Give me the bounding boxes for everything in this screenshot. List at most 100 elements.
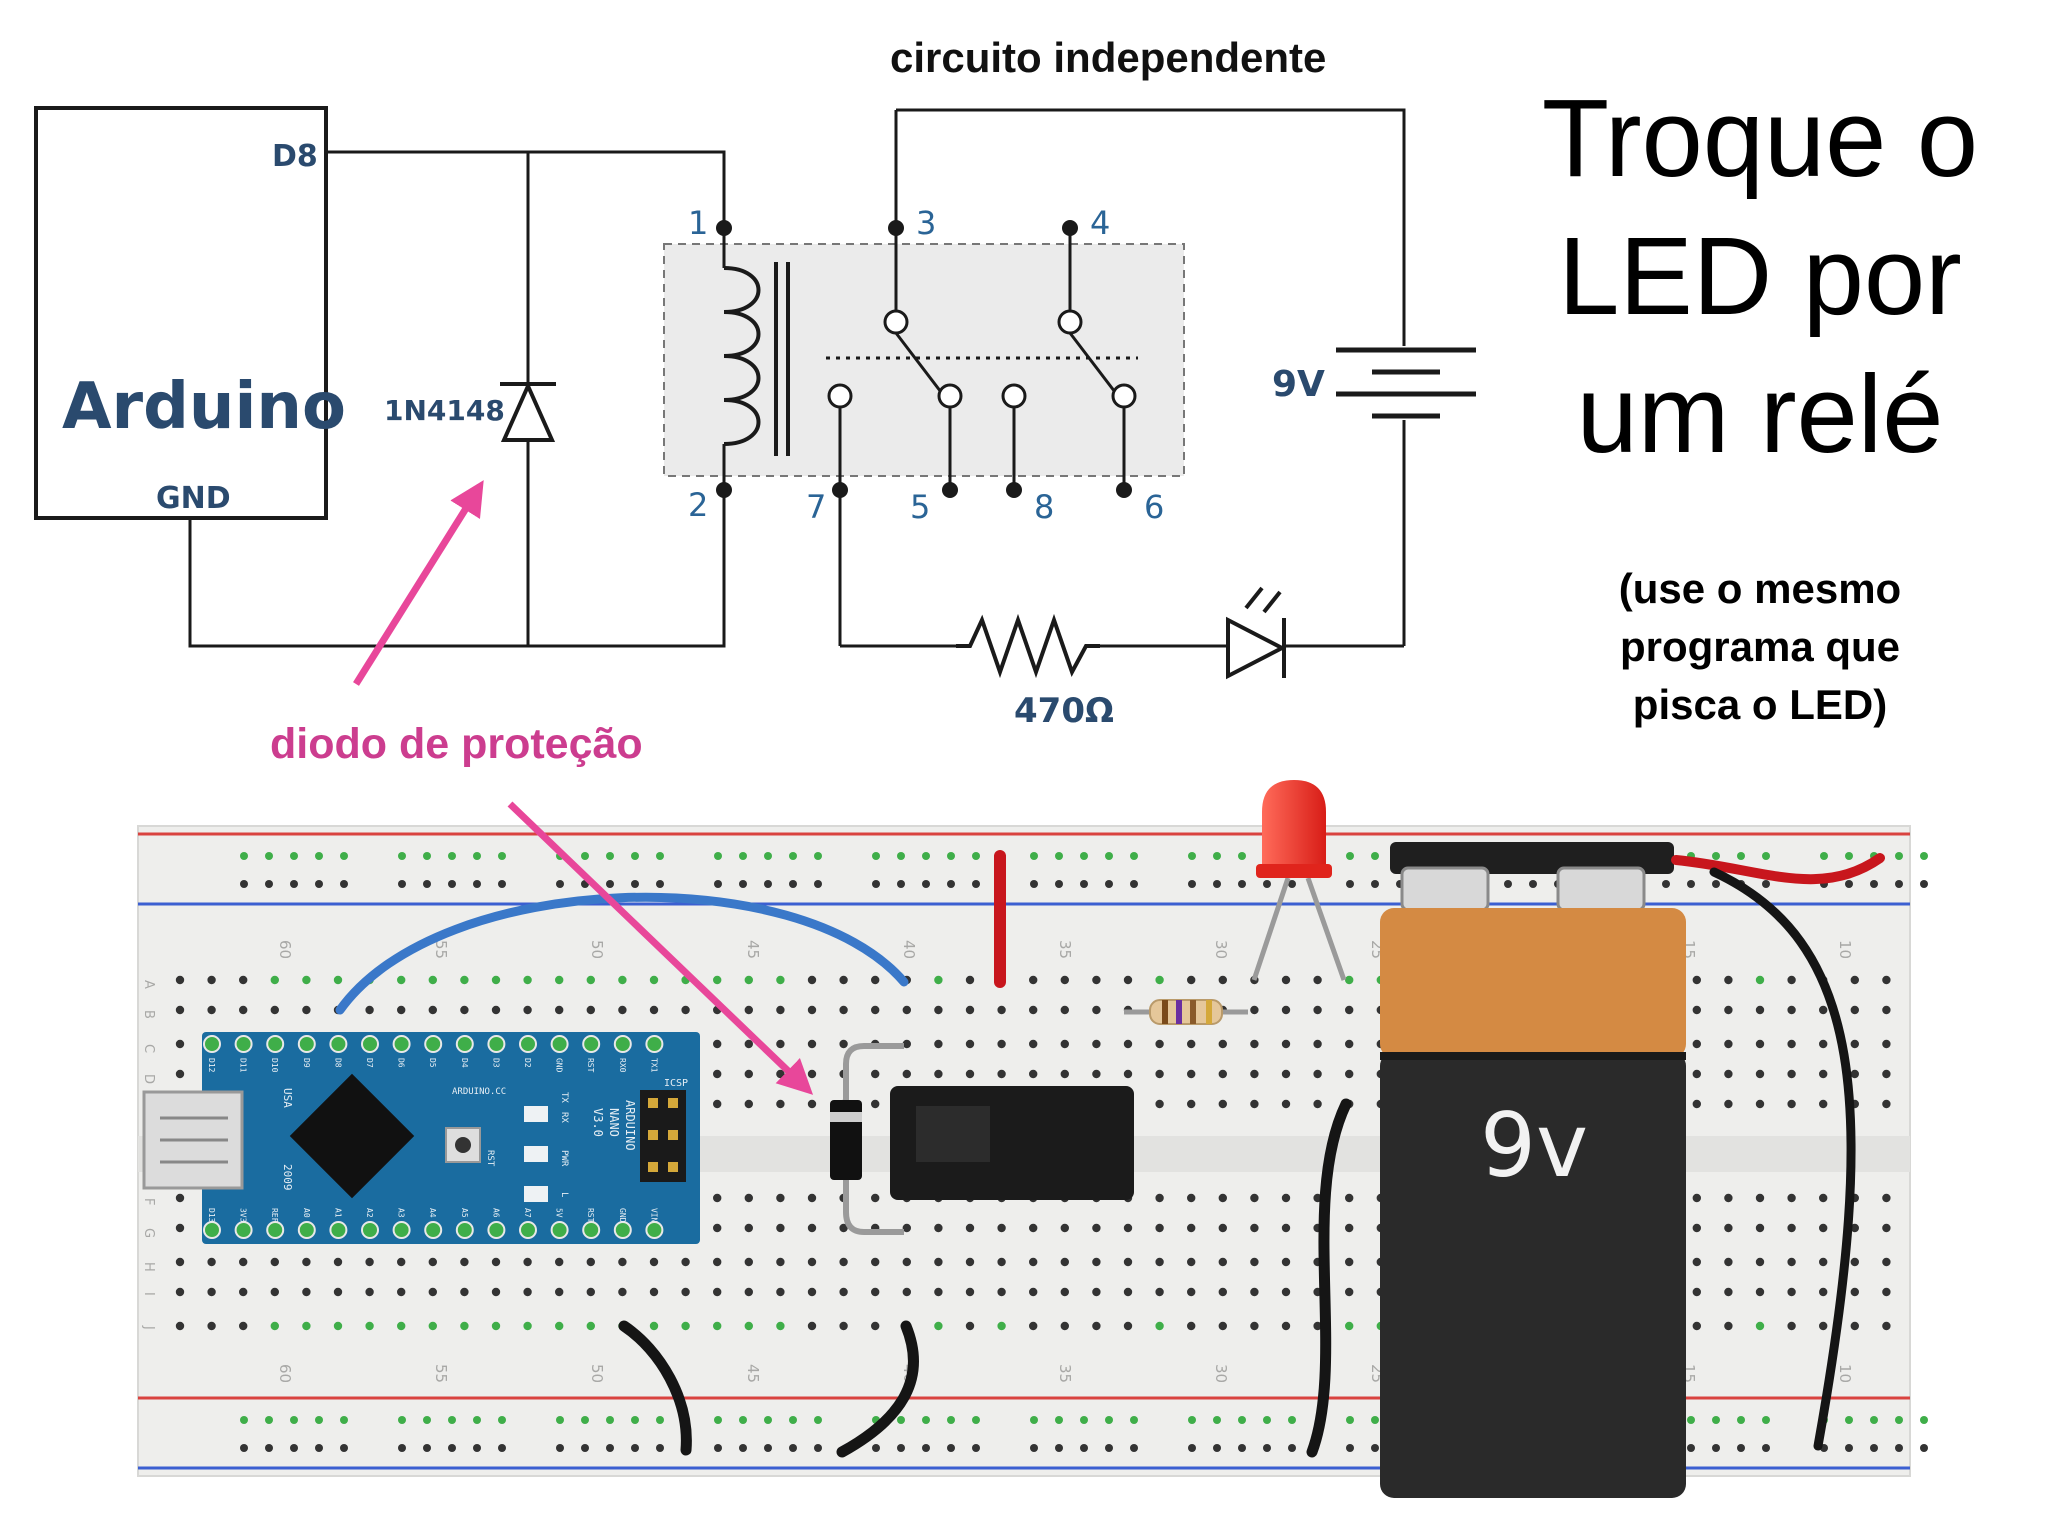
breadboard-hole [1346, 1444, 1354, 1452]
breadboard-hole [1281, 1321, 1291, 1331]
breadboard-hole [618, 1287, 627, 1297]
breadboard-hole [839, 975, 848, 985]
breadboard-hole [1187, 1039, 1196, 1049]
breadboard-hole [302, 975, 311, 985]
breadboard-hole [1187, 1287, 1196, 1297]
nano-pin [645, 1035, 664, 1053]
breadboard-hole [1371, 880, 1379, 888]
breadboard-hole [1371, 1416, 1379, 1424]
breadboard-hole [302, 1321, 311, 1331]
breadboard-hole [1755, 1193, 1765, 1203]
nano-pin [203, 1035, 221, 1053]
nano-pin-label: TX1 [649, 1058, 658, 1073]
breadboard-hole [175, 1223, 185, 1233]
breadboard-hole [333, 1257, 343, 1267]
nano-pin [519, 1035, 537, 1053]
breadboard-hole [586, 1257, 595, 1267]
breadboard-hole [1345, 1005, 1354, 1015]
breadboard-hole [1188, 1416, 1196, 1424]
breadboard-hole [1060, 1039, 1070, 1049]
breadboard-hole [1155, 1223, 1164, 1233]
breadboard-hole [1920, 1416, 1928, 1424]
breadboard-hole [1123, 1321, 1133, 1331]
breadboard-hole [1313, 975, 1322, 985]
breadboard-hole [1692, 1099, 1702, 1109]
breadboard-hole [656, 880, 664, 888]
breadboard-hole [1029, 1321, 1038, 1331]
nano-pin-label: D2 [523, 1058, 532, 1068]
nano-icsp-pins [648, 1098, 678, 1172]
breadboard-hole [428, 1005, 437, 1015]
breadboard-hole [1895, 1416, 1903, 1424]
nano-pin [392, 1035, 411, 1053]
breadboard-hole [807, 975, 817, 985]
breadboard-hole [1845, 1444, 1853, 1452]
breadboard-hole [1105, 880, 1113, 888]
breadboard-column-number: 55 [432, 940, 450, 959]
breadboard-hole [1130, 880, 1138, 888]
breadboard-hole [1218, 1039, 1228, 1049]
note-line-1: (use o mesmo [1618, 565, 1902, 612]
breadboard-hole [1712, 880, 1720, 888]
breadboard-hole [491, 1005, 501, 1015]
breadboard-hole [1712, 852, 1720, 860]
breadboard-row-letter: H [141, 1262, 156, 1272]
breadboard-hole [1787, 1287, 1796, 1297]
nano-pin [455, 1035, 474, 1053]
breadboard-hole [428, 1321, 437, 1331]
breadboard-hole [240, 1416, 248, 1424]
breadboard-hole [965, 1039, 975, 1049]
breadboard-hole [807, 1287, 817, 1297]
breadboard-hole [897, 1416, 905, 1424]
breadboard-led [1251, 780, 1347, 981]
breadboard-hole [1055, 1416, 1063, 1424]
nano-pin [234, 1035, 253, 1053]
breadboard-hole [965, 1005, 975, 1015]
breadboard-hole [776, 1193, 785, 1203]
breadboard-hole [1819, 1005, 1828, 1015]
breadboard-hole [1787, 1069, 1796, 1079]
breadboard-hole [556, 880, 564, 888]
breadboard-hole [1218, 1193, 1228, 1203]
title-line-3: um relé [1576, 353, 1944, 476]
breadboard-hole [1762, 1416, 1770, 1424]
nano-pin [424, 1035, 443, 1053]
breadboard-hole [365, 1321, 374, 1331]
breadboard-hole [764, 1416, 772, 1424]
breadboard-hole [1529, 880, 1537, 888]
breadboard-hole [947, 1416, 955, 1424]
breadboard-hole [365, 1005, 374, 1015]
breadboard-hole [1845, 852, 1853, 860]
breadboard-hole [871, 1099, 880, 1109]
breadboard-hole [1281, 1069, 1291, 1079]
breadboard-hole [1029, 1039, 1038, 1049]
breadboard-hole [315, 1444, 323, 1452]
nano-pin [582, 1221, 601, 1239]
breadboard-hole [1313, 1099, 1322, 1109]
breadboard-hole [239, 1005, 248, 1015]
breadboard-hole [1155, 1257, 1164, 1267]
breadboard-hole [1345, 1257, 1354, 1267]
breadboard-hole [1737, 1444, 1745, 1452]
breadboard-hole [365, 1287, 374, 1297]
breadboard-hole [947, 852, 955, 860]
breadboard-hole [1218, 1287, 1228, 1297]
nano-icsp-text: ICSP [664, 1078, 688, 1089]
breadboard-hole [807, 1005, 817, 1015]
breadboard-hole [1029, 975, 1038, 985]
breadboard-hole [902, 1257, 911, 1267]
breadboard-row-letter: I [141, 1292, 156, 1296]
breadboard-hole [1762, 880, 1770, 888]
breadboard-hole [871, 1287, 880, 1297]
breadboard-hole [175, 1039, 185, 1049]
nano-led-label-pwr: PWR [559, 1150, 569, 1167]
breadboard-hole [1850, 1257, 1860, 1267]
breadboard-hole [872, 1444, 880, 1452]
breadboard-hole [1845, 880, 1853, 888]
nano-pin-label: A7 [523, 1208, 532, 1218]
breadboard-hole [333, 975, 343, 985]
breadboard-hole [1371, 852, 1379, 860]
battery-cap [1390, 842, 1674, 874]
blue-jumper-wire [335, 892, 909, 1015]
nano-pin-label: D6 [397, 1058, 406, 1068]
